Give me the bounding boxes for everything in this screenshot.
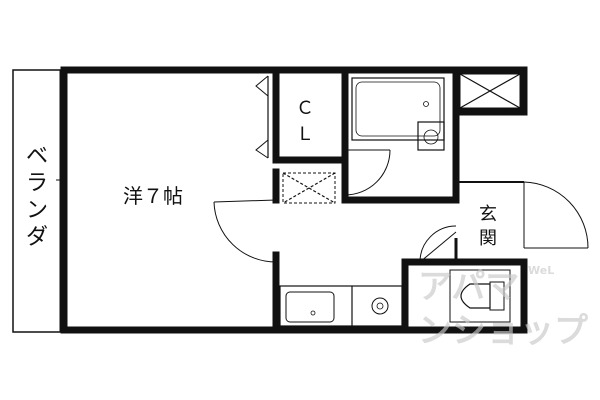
- watermark-main-line1: アパマ: [418, 267, 519, 307]
- kitchen: [279, 285, 403, 327]
- veranda-label: ベ ラ ン ダ: [26, 144, 55, 250]
- western-room-label: 洋７帖: [123, 184, 183, 208]
- watermark-sub: WeL: [528, 264, 554, 277]
- washing-machine-space: [282, 172, 336, 204]
- bathroom: [344, 77, 445, 196]
- kitchen-sink: [285, 291, 335, 323]
- room-door: [213, 199, 277, 263]
- entrance: 玄 関: [419, 181, 589, 263]
- closet: Ｃ Ｌ: [255, 75, 320, 159]
- toilet: [449, 269, 511, 323]
- watermark-main-line2: ンショップ: [418, 311, 588, 351]
- washbasin: [417, 121, 445, 151]
- watermark: アパマ ンショップ WeL: [418, 264, 588, 351]
- stove: [371, 297, 389, 315]
- closet-label: Ｃ Ｌ: [296, 98, 320, 145]
- entrance-label: 玄 関: [479, 204, 503, 249]
- interior-walls: [272, 66, 524, 334]
- storage: [459, 73, 521, 109]
- veranda: ベ ラ ン ダ: [12, 69, 66, 333]
- bathtub: [351, 77, 445, 141]
